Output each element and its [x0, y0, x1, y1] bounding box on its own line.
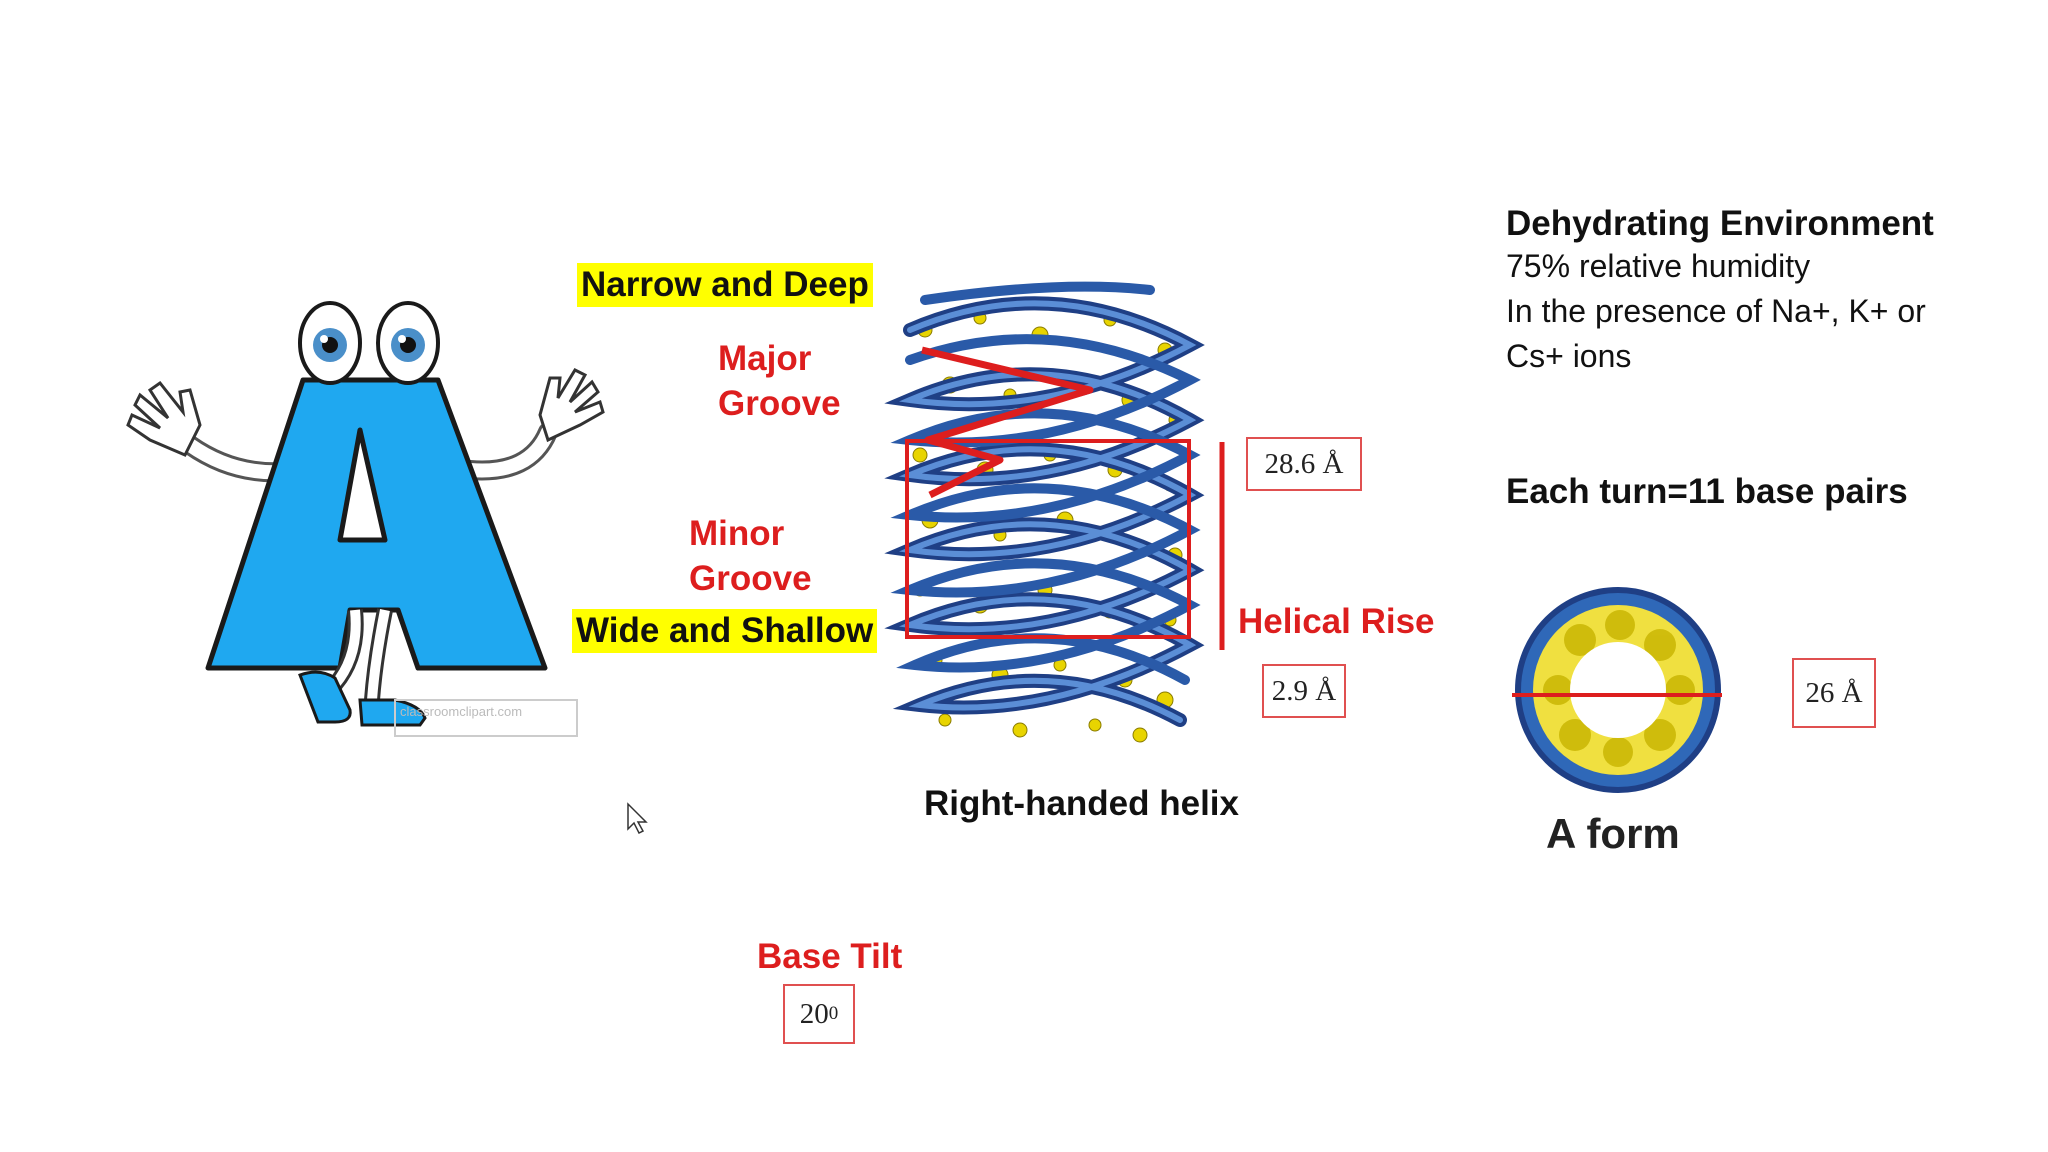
right-glove-icon — [538, 368, 605, 443]
major-groove-line-1: Major — [718, 339, 812, 378]
base-tilt-label: Base Tilt — [757, 937, 903, 976]
major-groove-highlight: Narrow and Deep — [577, 263, 873, 307]
major-groove-label: Major Groove — [718, 336, 841, 426]
minor-groove-label: Minor Groove — [689, 511, 812, 601]
diameter-measurement-box: 26 Å — [1792, 658, 1876, 728]
a-form-caption: A form — [1546, 810, 1680, 857]
mouse-cursor-icon — [627, 802, 648, 835]
rise-measurement-box: 2.9 Å — [1262, 664, 1346, 718]
minor-groove-highlight: Wide and Shallow — [572, 609, 878, 653]
base-tilt-superscript: 0 — [828, 1003, 839, 1024]
minor-groove-line-2: Groove — [689, 559, 812, 598]
helix-caption: Right-handed helix — [924, 784, 1239, 823]
major-groove-line-2: Groove — [718, 384, 841, 423]
turn-info: Each turn=11 base pairs — [1506, 472, 1908, 511]
minor-groove-line-1: Minor — [689, 514, 785, 553]
environment-title: Dehydrating Environment — [1506, 204, 1934, 243]
environment-panel: Dehydrating Environment 75% relative hum… — [1506, 204, 1934, 379]
watermark-text: classroomclipart.com — [400, 704, 523, 719]
helical-rise-label: Helical Rise — [1238, 602, 1435, 641]
environment-line-1: 75% relative humidity — [1506, 248, 1811, 284]
left-glove-icon — [126, 380, 202, 457]
base-tilt-value: 20 — [799, 997, 829, 1030]
environment-line-2: In the presence of Na+, K+ or — [1506, 293, 1926, 329]
pitch-measurement-box: 28.6 Å — [1246, 437, 1362, 491]
environment-line-3: Cs+ ions — [1506, 338, 1632, 374]
